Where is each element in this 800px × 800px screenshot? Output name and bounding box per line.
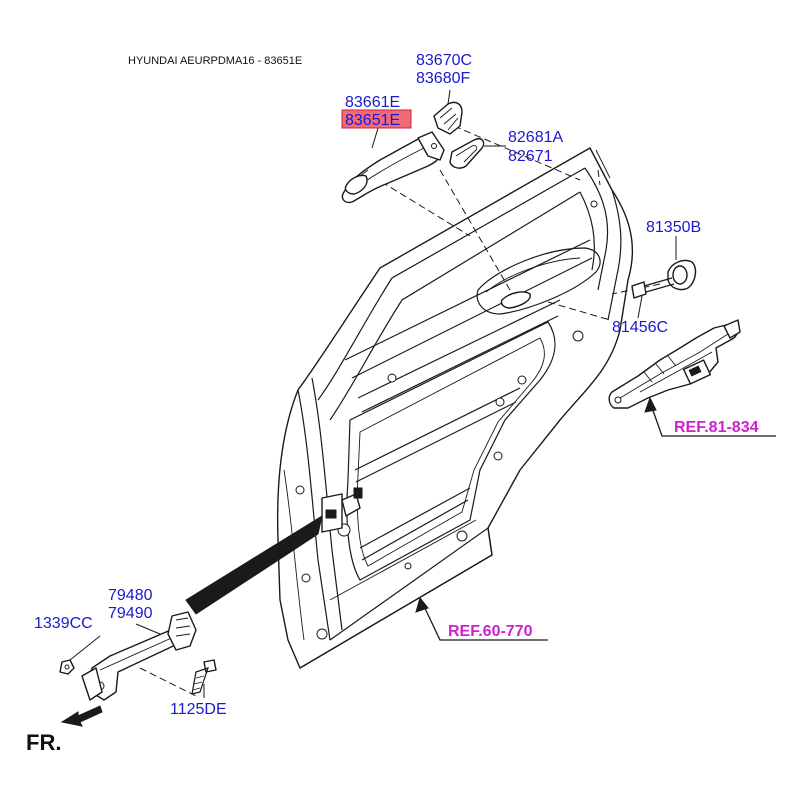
diagram-title: HYUNDAI AEURPDMA16 - 83651E [128, 55, 302, 67]
ref-label-60-770[interactable]: REF.60-770 [448, 623, 533, 640]
part-label-81350b[interactable]: 81350B [646, 219, 701, 236]
door-inner-panel [276, 147, 633, 669]
part-label-82681a[interactable]: 82681A [508, 129, 563, 146]
front-direction-label: FR. [26, 730, 61, 755]
part-label-83651e[interactable]: 83651E [345, 112, 400, 129]
part-label-79490[interactable]: 79490 [108, 605, 153, 622]
ref-60-770-arrow [415, 596, 548, 641]
ref-label-81-834[interactable]: REF.81-834 [674, 419, 759, 436]
handle-bolt-assembly[interactable] [631, 259, 697, 299]
handle-frame-bracket[interactable] [608, 319, 741, 409]
part-label-83661e[interactable]: 83661E [345, 94, 400, 111]
front-direction-arrow-icon [60, 705, 103, 727]
part-label-83670c[interactable]: 83670C [416, 52, 472, 69]
handle-gasket[interactable] [449, 138, 485, 169]
handle-cap-cover[interactable] [433, 101, 463, 135]
leader-lines [69, 89, 677, 698]
outside-door-handle[interactable] [341, 131, 445, 204]
part-label-81456c[interactable]: 81456C [612, 319, 668, 336]
ref-81-834-arrow [644, 396, 776, 437]
part-label-79480[interactable]: 79480 [108, 587, 153, 604]
part-label-1125de[interactable]: 1125DE [170, 701, 227, 718]
door-checker[interactable] [59, 514, 323, 701]
part-label-83680f[interactable]: 83680F [416, 70, 470, 87]
part-label-82671[interactable]: 82671 [508, 148, 553, 165]
part-highlight-box [341, 109, 412, 129]
part-label-1339cc[interactable]: 1339CC [34, 615, 93, 632]
